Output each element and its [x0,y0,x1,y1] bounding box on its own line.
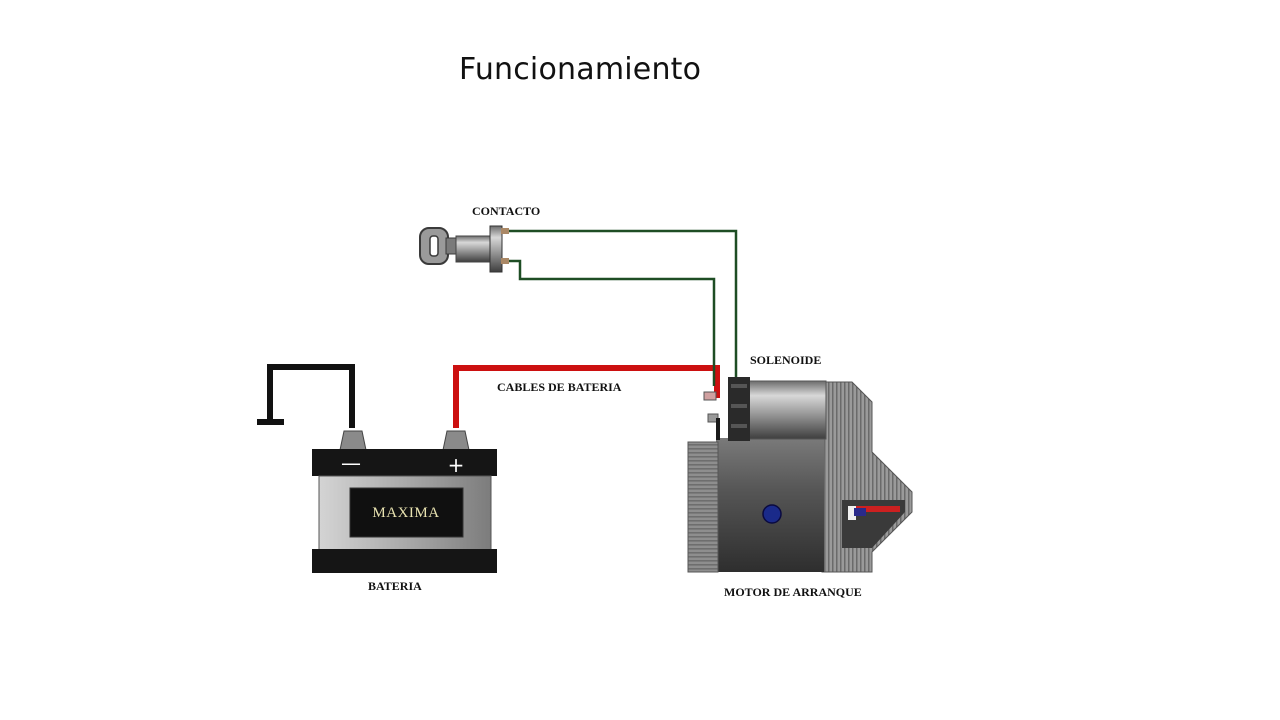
motor-label: MOTOR DE ARRANQUE [724,585,862,599]
ignition-control-wires [508,229,738,386]
positive-sign: + [448,453,465,477]
cables-label: CABLES DE BATERIA [497,380,622,394]
solenoide-label: SOLENOIDE [750,353,821,367]
battery-brand: MAXIMA [372,505,439,521]
positive-battery-cable [453,365,720,428]
battery: MAXIMA — + [312,430,497,573]
ignition-switch [419,225,509,273]
contacto-label: CONTACTO [472,204,540,218]
solenoid [703,377,827,441]
motor-bolt [762,504,782,524]
negative-sign: — [341,451,361,475]
key-icon [419,227,459,265]
bateria-label: BATERIA [368,579,422,593]
starter-motor [687,381,913,573]
negative-terminal [339,430,367,451]
slide-title: Funcionamiento [459,52,702,87]
positive-terminal [442,430,470,451]
ground-cable [257,364,355,428]
